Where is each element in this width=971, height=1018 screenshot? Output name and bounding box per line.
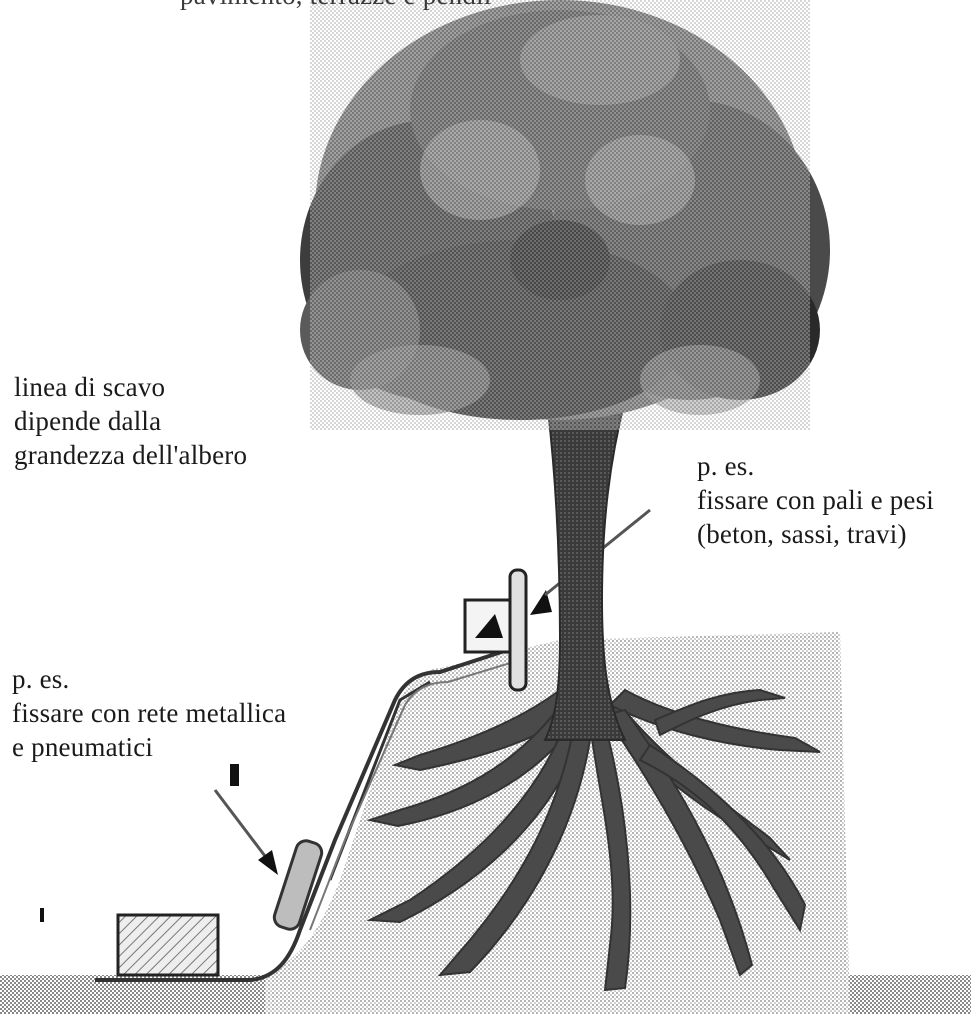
tree-canopy — [300, 0, 830, 430]
weight-block-bottom — [118, 915, 218, 975]
label-excavation-line: linea di scavo dipende dalla grandezza d… — [14, 370, 247, 472]
label-metal-net: p. es. fissare con rete metallica e pneu… — [12, 662, 286, 764]
arrow-rete — [215, 764, 278, 875]
label-poles-and-weights: p. es. fissare con pali e pesi (beton, s… — [697, 449, 934, 551]
stray-mark — [40, 908, 44, 922]
top-caption: pavimento, terrazze e pendii — [180, 0, 491, 12]
